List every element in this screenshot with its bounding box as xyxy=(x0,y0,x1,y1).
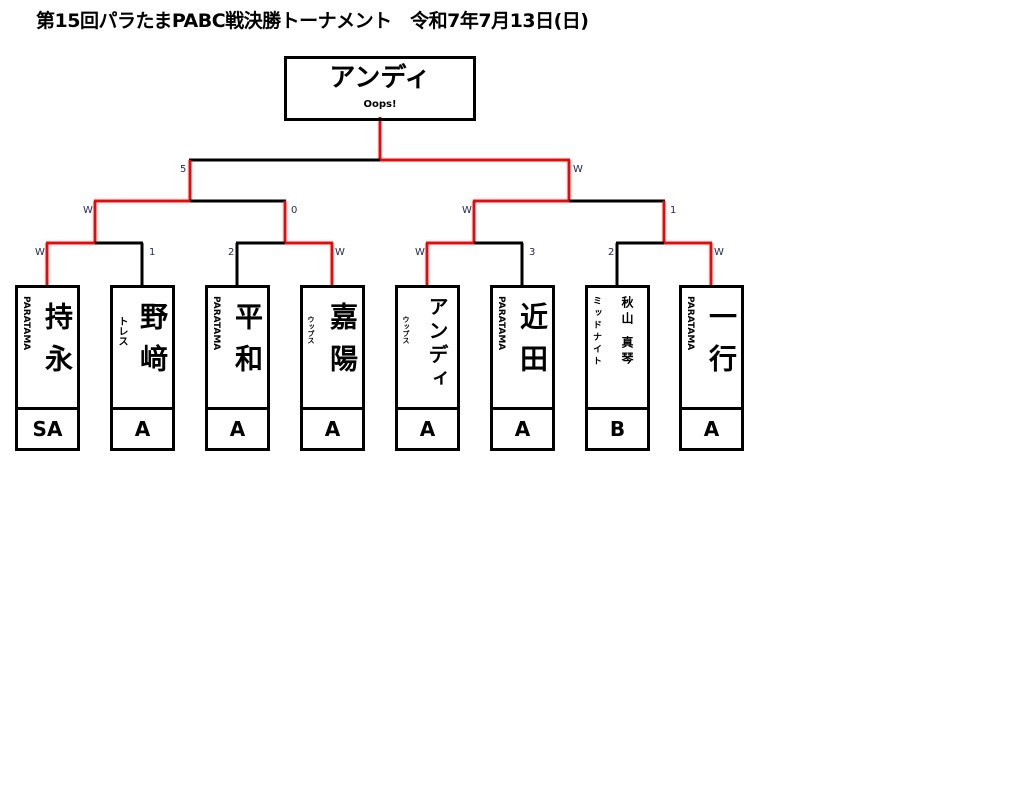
score-label: 2 xyxy=(608,247,615,258)
player-card: トレス野﨑 A xyxy=(110,285,175,451)
player-team: PARATAMA xyxy=(685,296,695,351)
player-team: PARATAMA xyxy=(21,296,31,351)
player-card: PARATAMA 平和 A xyxy=(205,285,270,451)
score-label: W xyxy=(462,205,472,216)
score-label: W xyxy=(35,247,45,258)
player-grade: B xyxy=(609,417,626,441)
player-name: 平和 xyxy=(231,302,264,386)
player-team: ウップス xyxy=(307,316,315,344)
player-team: PARATAMA xyxy=(496,296,506,351)
score-label: W xyxy=(714,247,724,258)
player-card: ウップス 嘉陽 A xyxy=(300,285,365,451)
player-name: 近田 xyxy=(516,302,549,386)
champion-team: Oops! xyxy=(363,99,397,110)
player-name: 野﨑 xyxy=(136,302,169,386)
player-name: 秋山 真琴 xyxy=(620,296,634,369)
score-label: 1 xyxy=(149,247,156,258)
score-label: W xyxy=(415,247,425,258)
player-card: ミッドナイト 秋山 真琴 B xyxy=(585,285,650,451)
page-title: 第15回パラたまPABC戦決勝トーナメント 令和7年7月13日(日) xyxy=(36,10,589,32)
player-grade: SA xyxy=(32,417,63,441)
player-grade: A xyxy=(419,417,436,441)
player-grade: A xyxy=(514,417,531,441)
player-team: トレス xyxy=(116,316,127,346)
player-grade: A xyxy=(703,417,720,441)
player-card: PARATAMA 持永 SA xyxy=(15,285,80,451)
score-label: 0 xyxy=(291,205,298,216)
player-name: アンディ xyxy=(425,296,449,392)
score-label: 5 xyxy=(180,164,187,175)
player-team: ミッドナイト xyxy=(591,296,601,368)
score-label: 3 xyxy=(529,247,536,258)
champion-name: アンディ xyxy=(329,63,431,93)
score-label: 2 xyxy=(228,247,235,258)
score-label: W xyxy=(573,164,583,175)
score-label: W xyxy=(83,205,93,216)
player-name: 一行 xyxy=(705,302,738,386)
player-name: 持永 xyxy=(41,302,74,386)
score-label: W xyxy=(335,247,345,258)
player-team: ウップス xyxy=(402,316,410,344)
player-card: ウップス アンディ A xyxy=(395,285,460,451)
champion-box: アンディ Oops! xyxy=(284,56,476,121)
player-name: 嘉陽 xyxy=(326,302,359,386)
player-grade: A xyxy=(134,417,151,441)
player-team: PARATAMA xyxy=(211,296,221,351)
player-card: PARATAMA 近田 A xyxy=(490,285,555,451)
player-grade: A xyxy=(324,417,341,441)
player-grade: A xyxy=(229,417,246,441)
player-card: PARATAMA 一行 A xyxy=(679,285,744,451)
score-label: 1 xyxy=(670,205,677,216)
